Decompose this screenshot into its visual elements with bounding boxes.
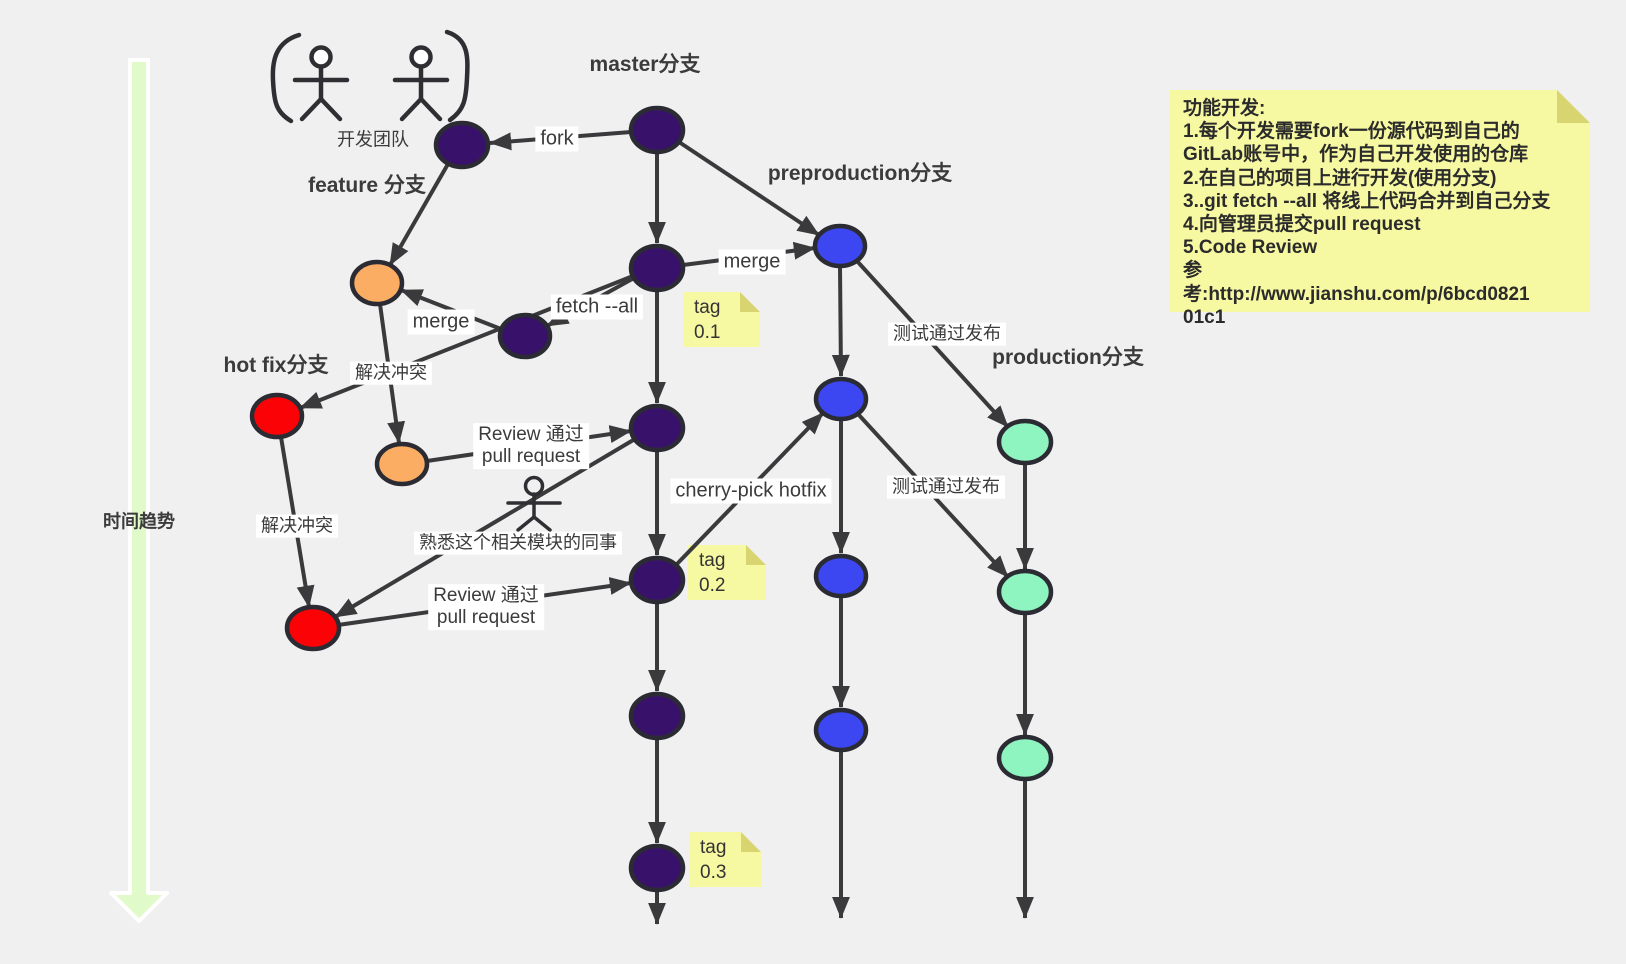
commit-node-preproduction-3 xyxy=(813,553,869,599)
edge-merge-preproduction xyxy=(682,241,816,267)
edge-merge-feature xyxy=(400,288,502,331)
note-fold-icon xyxy=(1557,90,1590,123)
edge-master-2-to-hotfix-1 xyxy=(299,274,634,410)
commit-node-production-1 xyxy=(996,418,1054,466)
note-fold-icon xyxy=(746,545,766,565)
edge-fork xyxy=(489,130,632,151)
commit-node-master-4 xyxy=(628,555,686,605)
commit-node-master-1 xyxy=(628,105,686,155)
commit-node-preproduction-4 xyxy=(813,707,869,753)
reviewer-person-icon xyxy=(506,475,562,532)
note-fold-icon xyxy=(741,832,761,852)
commit-node-feature-1 xyxy=(349,259,405,307)
commit-node-master-6 xyxy=(628,843,686,893)
commit-node-master-3 xyxy=(628,403,686,453)
edge-master-1-to-preproduction-1 xyxy=(677,140,821,237)
edge-cherry-pick-hotfix xyxy=(674,411,825,567)
person-icon xyxy=(292,45,350,122)
edge-resolve-conflict-hotfix xyxy=(279,436,315,608)
commit-node-feature-dev xyxy=(497,312,553,360)
commit-node-dev-team-repo xyxy=(433,120,491,170)
commit-node-preproduction-1 xyxy=(812,223,868,269)
commit-node-production-2 xyxy=(996,568,1054,616)
edge-release-to-production-2 xyxy=(856,412,1010,579)
edge-dev-to-feature-1 xyxy=(388,163,450,266)
note-fold-icon xyxy=(740,292,760,312)
dev-team-figure xyxy=(270,29,470,124)
edge-review-pr-feature xyxy=(426,425,632,463)
team-bracket-left-decoration xyxy=(270,32,302,124)
commit-node-master-5 xyxy=(628,691,686,741)
commit-node-production-3 xyxy=(996,734,1054,782)
commit-node-feature-2 xyxy=(374,441,430,487)
commit-node-preproduction-2 xyxy=(813,376,869,422)
person-icon xyxy=(392,45,450,122)
commit-node-master-2 xyxy=(628,243,686,293)
timeline-arrow-icon xyxy=(109,58,169,923)
edge-preproduction-1-2 xyxy=(831,266,850,377)
commit-node-hotfix-1 xyxy=(249,392,305,440)
team-bracket-right-decoration xyxy=(444,29,470,123)
commit-node-hotfix-2 xyxy=(284,604,342,652)
edge-fetch-all xyxy=(546,276,635,328)
edge-release-to-production-1 xyxy=(855,259,1010,429)
